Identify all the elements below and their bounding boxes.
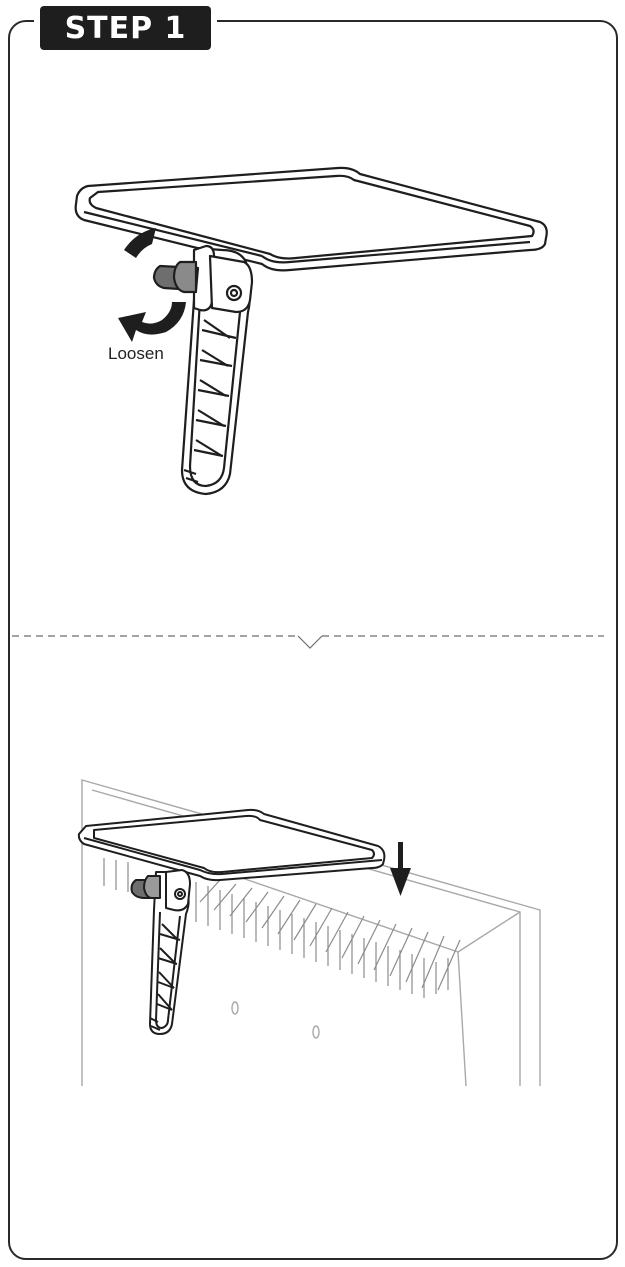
- rotate-arrow-icon: [118, 228, 186, 342]
- clamp-arm-bottom: [149, 869, 191, 1035]
- step-badge: STEP 1: [40, 6, 211, 50]
- instruction-frame: [8, 20, 618, 1260]
- tray-bottom: [77, 808, 386, 882]
- section-divider: [12, 635, 604, 649]
- step-label: STEP 1: [64, 10, 187, 46]
- monitor-vents: [103, 858, 461, 998]
- down-arrow-icon: [390, 842, 411, 896]
- shelf-illustration-top: [74, 166, 548, 496]
- shelf-illustration-bottom: [77, 808, 386, 1035]
- clamp-arm-top: [180, 244, 254, 496]
- knob-top: [152, 260, 200, 294]
- loosen-callout: Loosen: [108, 344, 164, 363]
- knob-bottom: [130, 875, 161, 899]
- tray-top: [74, 166, 548, 272]
